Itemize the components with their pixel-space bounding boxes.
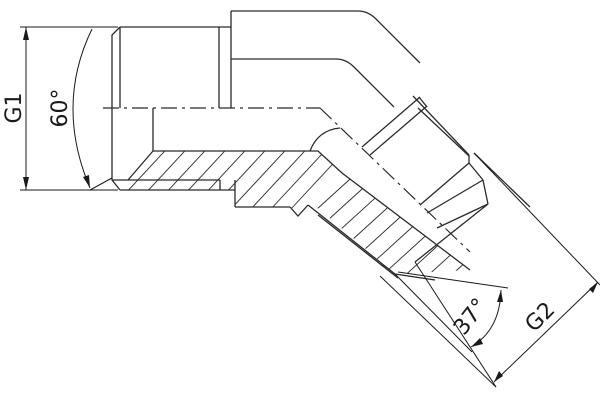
centerline-angled bbox=[319, 107, 471, 253]
nut-inner-edge bbox=[417, 107, 470, 157]
g1-label: G1 bbox=[2, 92, 27, 123]
arrow-icon bbox=[589, 282, 598, 293]
hatched-section bbox=[112, 150, 471, 281]
g2-extension-lower bbox=[379, 275, 497, 388]
notch bbox=[289, 204, 309, 217]
hatch-boundary-top bbox=[153, 150, 471, 271]
angle-37-dimension: 37° bbox=[394, 271, 509, 353]
g2-label: G2 bbox=[521, 298, 561, 338]
nut-top-edge bbox=[412, 95, 470, 156]
g2-dimension-line bbox=[493, 281, 599, 383]
inner-bore-curve bbox=[309, 127, 341, 152]
nut-face-4 bbox=[426, 179, 484, 214]
body-top-outer bbox=[231, 10, 421, 64]
hatch-chamfer bbox=[127, 150, 154, 181]
g2-extension-top bbox=[473, 152, 600, 286]
nut-chamfer bbox=[468, 162, 484, 181]
angle-60-dimension: 60° bbox=[48, 28, 113, 191]
centerline bbox=[103, 107, 471, 253]
arrow-icon bbox=[494, 371, 503, 382]
arrow-icon bbox=[23, 27, 29, 40]
g1-dimension: G1 bbox=[2, 26, 118, 191]
arrow-icon bbox=[23, 177, 29, 190]
g2-extension-bottom bbox=[414, 261, 497, 388]
arrow-icon bbox=[83, 175, 90, 188]
body-top-inner bbox=[231, 58, 395, 108]
nut-face-5 bbox=[436, 203, 489, 229]
nut-face-2 bbox=[369, 105, 428, 156]
elbow-body bbox=[230, 10, 421, 217]
nut-corner bbox=[418, 96, 428, 108]
hatch-lines bbox=[112, 151, 469, 274]
angle-37-ref-line bbox=[397, 271, 509, 289]
g2-dimension: G2 bbox=[379, 152, 600, 388]
hex-nut bbox=[361, 95, 531, 263]
nut-face-1 bbox=[361, 96, 421, 148]
nut-end-face bbox=[482, 179, 489, 205]
nut-face-6 bbox=[414, 203, 489, 263]
angle-37-label: 37° bbox=[449, 294, 493, 340]
hatch-boundary-lower bbox=[307, 204, 436, 281]
arrow-icon bbox=[497, 290, 503, 302]
angle-37-side-line bbox=[394, 273, 473, 353]
nut-outer-edge bbox=[473, 152, 531, 208]
nut-face-3 bbox=[419, 162, 470, 206]
thread-root-line bbox=[317, 214, 399, 279]
angle-60-leader bbox=[89, 177, 113, 191]
left-threaded-end bbox=[111, 26, 236, 207]
angle-60-arc bbox=[72, 28, 93, 189]
angle-60-label: 60° bbox=[48, 89, 73, 128]
arrow-icon bbox=[471, 338, 483, 347]
